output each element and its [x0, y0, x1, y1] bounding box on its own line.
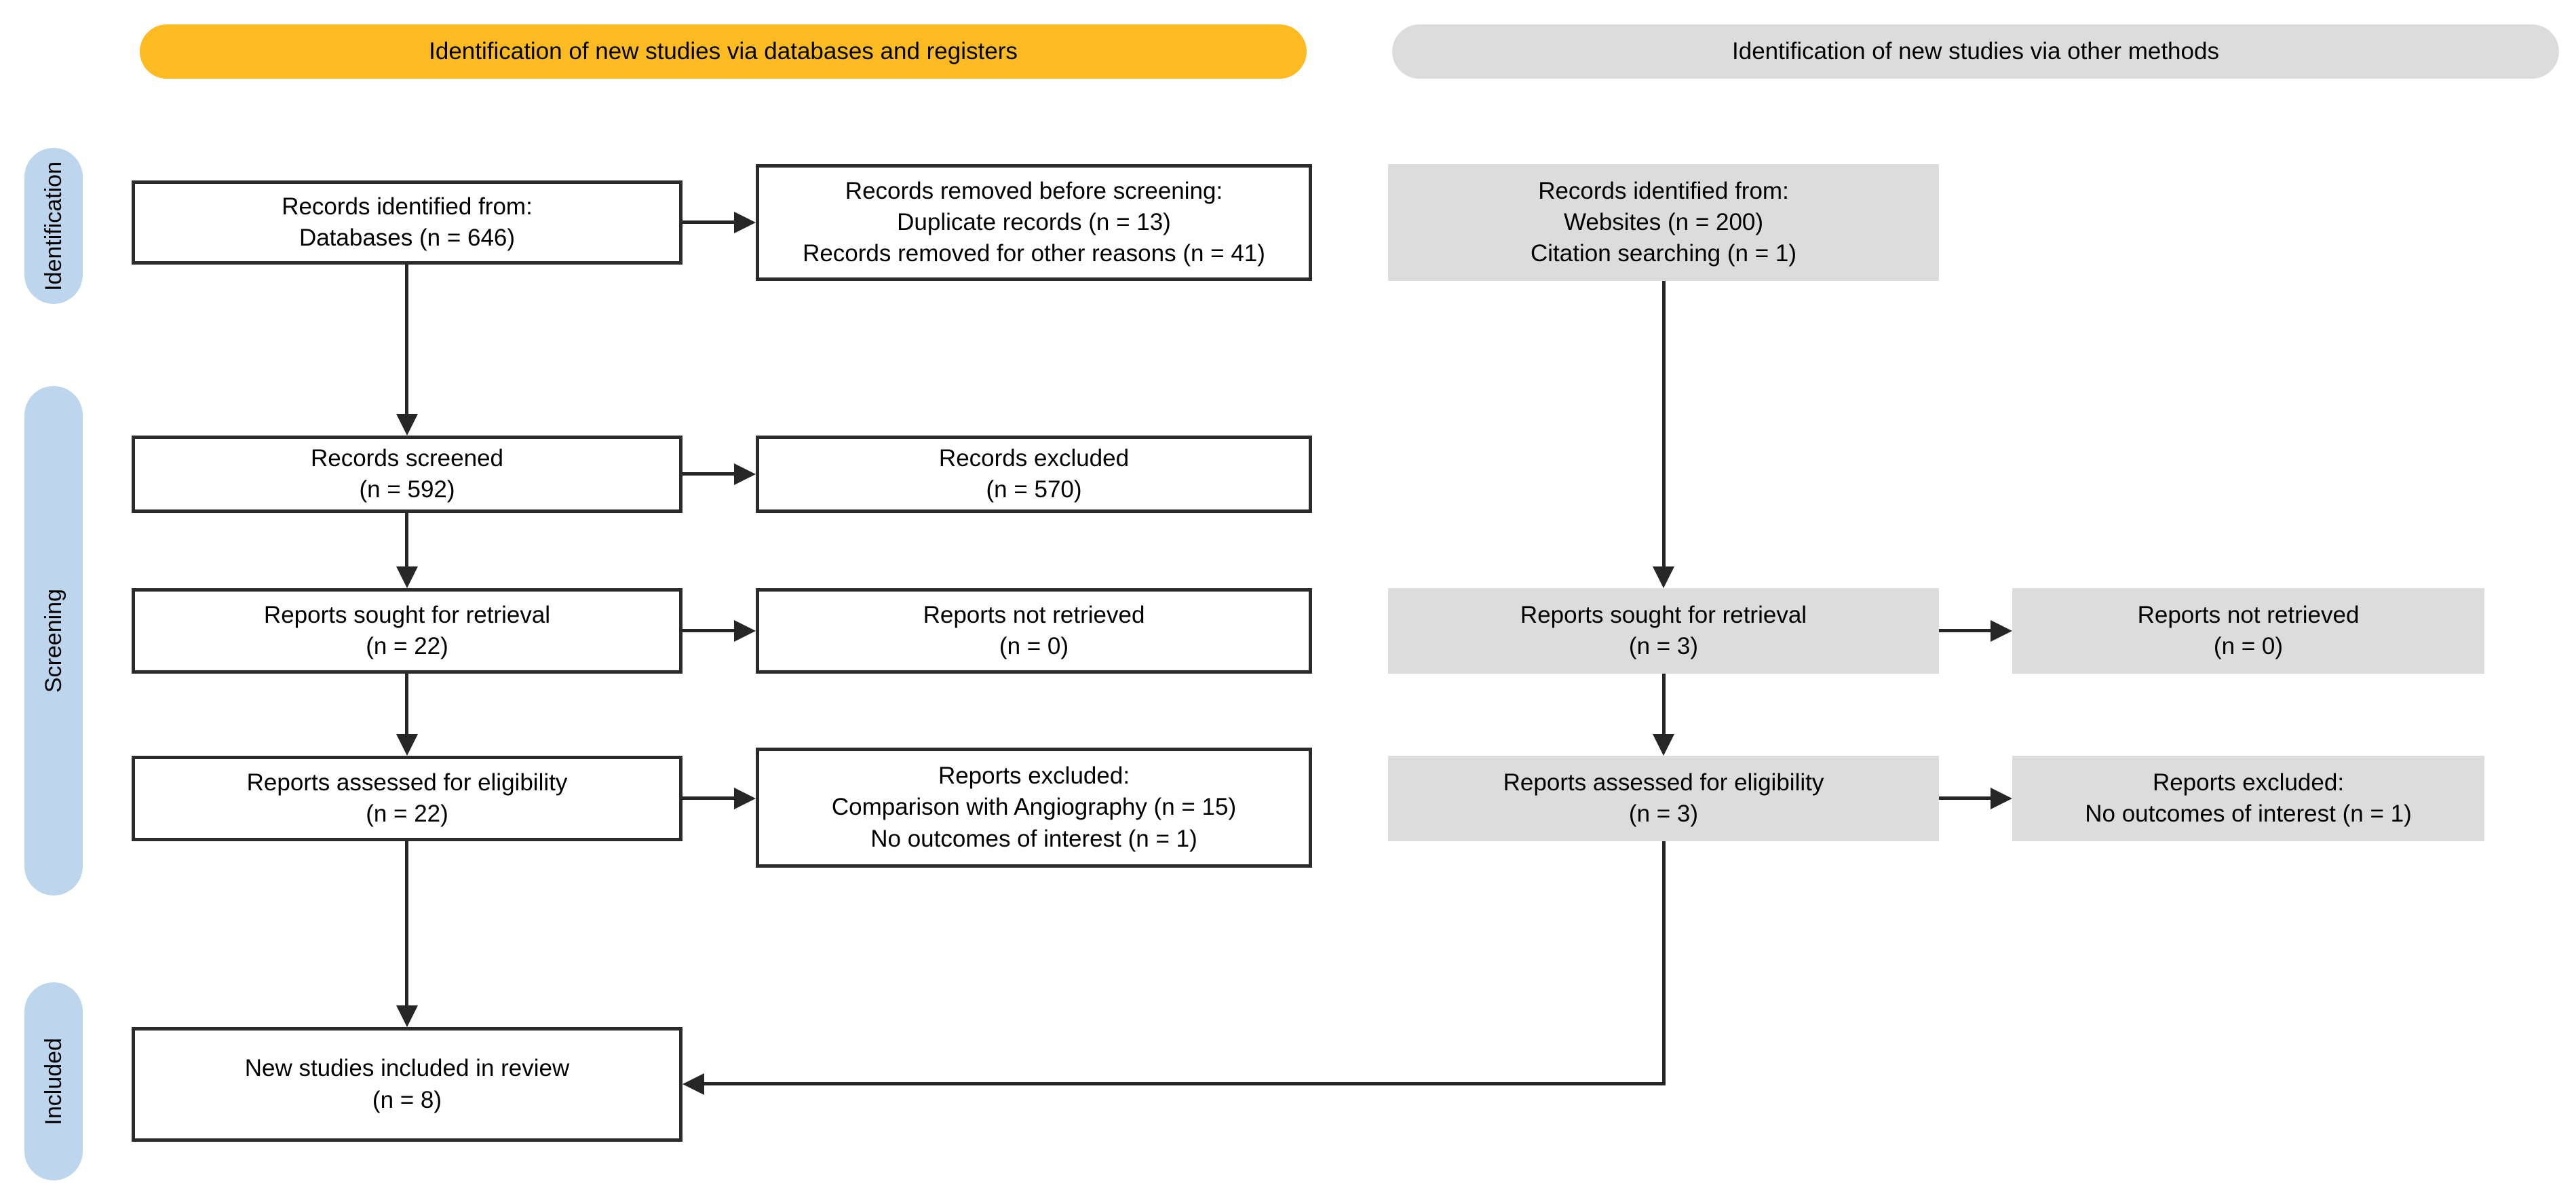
arrow-line	[683, 220, 734, 224]
box-reports-sought-other: Reports sought for retrieval (n = 3)	[1388, 588, 1939, 674]
arrow-line	[1662, 841, 1666, 1085]
arrow-line	[683, 629, 734, 632]
arrow-head-down-icon	[1653, 566, 1674, 588]
box-line: Reports sought for retrieval	[263, 601, 551, 628]
arrow-head-right-icon	[1991, 788, 2012, 809]
box-line: Reports not retrieved	[923, 601, 1145, 628]
box-line: (n = 8)	[372, 1086, 442, 1113]
banner-other-methods-label: Identification of new studies via other …	[1732, 38, 2219, 64]
box-reports-not-retrieved-databases: Reports not retrieved (n = 0)	[756, 588, 1312, 674]
box-line: Reports assessed for eligibility	[1503, 769, 1824, 796]
arrow-head-down-icon	[396, 414, 418, 436]
box-reports-sought-databases: Reports sought for retrieval (n = 22)	[132, 588, 683, 674]
arrow-line	[405, 841, 408, 1007]
box-line: Databases (n = 646)	[299, 225, 516, 251]
arrow-head-right-icon	[734, 463, 756, 485]
arrow-line	[1662, 674, 1666, 735]
arrow-line	[683, 472, 734, 476]
arrow-head-right-icon	[734, 212, 756, 233]
box-line: Websites (n = 200)	[1563, 208, 1764, 235]
arrow-head-right-icon	[1991, 620, 2012, 642]
box-line: Records excluded	[938, 444, 1130, 471]
arrow-head-down-icon	[396, 1005, 418, 1027]
box-line: Comparison with Angiography (n = 15)	[831, 794, 1237, 821]
arrow-head-down-icon	[396, 734, 418, 756]
banner-databases-registers: Identification of new studies via databa…	[140, 24, 1307, 79]
box-line: Reports sought for retrieval	[1520, 601, 1807, 628]
arrow-head-down-icon	[1653, 734, 1674, 756]
box-records-identified-databases: Records identified from: Databases (n = …	[132, 180, 683, 265]
box-line: No outcomes of interest (n = 1)	[870, 825, 1197, 852]
box-records-identified-other: Records identified from: Websites (n = 2…	[1388, 164, 1939, 281]
arrow-line	[1662, 281, 1666, 568]
box-line: Reports excluded:	[938, 763, 1130, 790]
box-reports-excluded-databases: Reports excluded: Comparison with Angiog…	[756, 748, 1312, 868]
box-records-screened: Records screened (n = 592)	[132, 436, 683, 513]
arrow-line	[704, 1082, 1664, 1085]
box-line: (n = 3)	[1628, 801, 1699, 827]
stage-pill-included: Included	[24, 982, 83, 1180]
arrow-line	[1939, 796, 1991, 800]
box-line: (n = 592)	[359, 476, 455, 503]
arrow-line	[405, 674, 408, 735]
stage-label-included: Included	[41, 1037, 66, 1125]
box-line: Reports excluded:	[2152, 769, 2345, 796]
box-line: Records identified from:	[1538, 177, 1789, 204]
box-line: (n = 0)	[999, 633, 1069, 659]
box-line: Records removed for other reasons (n = 4…	[803, 240, 1265, 267]
box-line: Records identified from:	[282, 193, 533, 220]
box-new-studies-included: New studies included in review (n = 8)	[132, 1027, 683, 1142]
arrow-head-down-icon	[396, 566, 418, 588]
arrow-head-left-icon	[683, 1073, 704, 1095]
arrow-head-right-icon	[734, 620, 756, 642]
box-line: (n = 570)	[986, 476, 1082, 503]
box-line: New studies included in review	[244, 1055, 570, 1082]
box-line: Reports not retrieved	[2137, 601, 2360, 628]
box-line: (n = 0)	[2213, 633, 2284, 659]
box-line: No outcomes of interest (n = 1)	[2085, 801, 2412, 827]
box-line: (n = 22)	[366, 633, 448, 659]
box-records-removed-before-screening: Records removed before screening: Duplic…	[756, 164, 1312, 281]
box-records-excluded: Records excluded (n = 570)	[756, 436, 1312, 513]
box-line: Records screened	[310, 444, 504, 471]
box-reports-excluded-other: Reports excluded: No outcomes of interes…	[2012, 756, 2484, 841]
arrow-line	[1939, 629, 1991, 632]
box-line: Reports assessed for eligibility	[246, 769, 568, 796]
box-line: Duplicate records (n = 13)	[897, 208, 1171, 235]
stage-pill-identification: Identification	[24, 148, 83, 304]
box-line: Citation searching (n = 1)	[1530, 240, 1796, 267]
box-line: (n = 22)	[366, 801, 448, 827]
arrow-head-right-icon	[734, 788, 756, 809]
banner-databases-registers-label: Identification of new studies via databa…	[429, 38, 1018, 64]
arrow-line	[683, 796, 734, 800]
box-reports-assessed-databases: Reports assessed for eligibility (n = 22…	[132, 756, 683, 841]
box-reports-assessed-other: Reports assessed for eligibility (n = 3)	[1388, 756, 1939, 841]
box-line: (n = 3)	[1628, 633, 1699, 659]
arrow-line	[405, 513, 408, 568]
banner-other-methods: Identification of new studies via other …	[1392, 24, 2559, 79]
stage-label-screening: Screening	[41, 588, 66, 693]
box-line: Records removed before screening:	[845, 177, 1223, 204]
stage-pill-screening: Screening	[24, 386, 83, 896]
arrow-line	[405, 265, 408, 415]
stage-label-identification: Identification	[41, 161, 66, 291]
box-reports-not-retrieved-other: Reports not retrieved (n = 0)	[2012, 588, 2484, 674]
